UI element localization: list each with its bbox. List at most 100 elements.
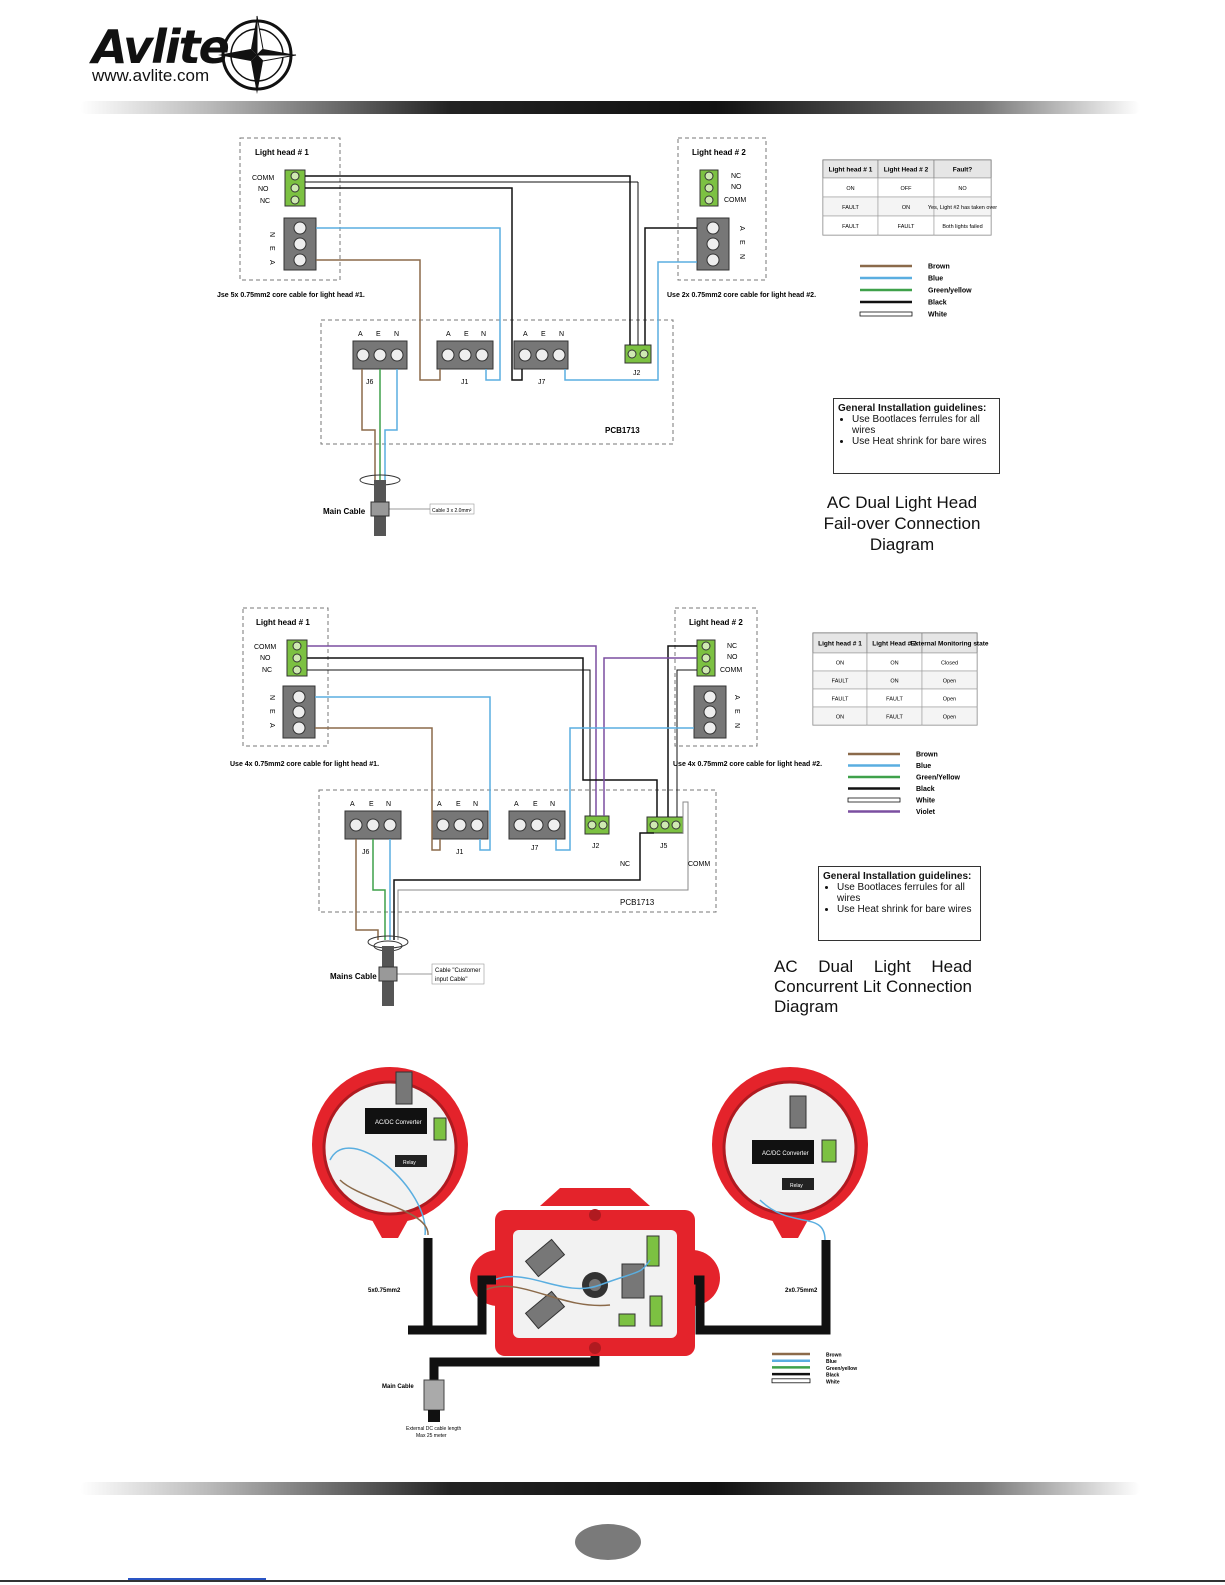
table-cell: OFF bbox=[901, 186, 913, 192]
light-head-2-label: Light head # 2 bbox=[692, 148, 746, 157]
svg-text:NO: NO bbox=[731, 184, 742, 191]
svg-text:Use 4x 0.75mm2 core cable for: Use 4x 0.75mm2 core cable for light head… bbox=[230, 761, 379, 768]
lh1-term-nc: NC bbox=[260, 198, 270, 205]
svg-text:Use 4x 0.75mm2 core cable for: Use 4x 0.75mm2 core cable for light head… bbox=[673, 761, 822, 768]
header-divider bbox=[80, 101, 1140, 114]
svg-text:N: N bbox=[550, 801, 555, 808]
diagram-1-title: AC Dual Light Head Fail-over Connection … bbox=[823, 493, 981, 554]
svg-text:N: N bbox=[559, 331, 564, 338]
guidelines-box-1: General Installation guidelines: Use Boo… bbox=[833, 398, 1000, 474]
legend-label: White bbox=[916, 798, 935, 805]
svg-text:A: A bbox=[358, 331, 363, 338]
table-cell: FAULT bbox=[832, 697, 849, 703]
table-header: Fault? bbox=[953, 167, 973, 174]
legend-label: White bbox=[928, 312, 947, 319]
j2-connector: J2 bbox=[624, 344, 652, 377]
junction-box bbox=[470, 1188, 720, 1356]
svg-text:E: E bbox=[456, 801, 461, 808]
table-cell: ON bbox=[846, 186, 854, 192]
table-header: Light Head # 2 bbox=[884, 167, 929, 174]
pcb-label: PCB1713 bbox=[605, 426, 640, 435]
svg-text:A: A bbox=[446, 331, 451, 338]
table-cell: ON bbox=[890, 661, 898, 667]
svg-text:N: N bbox=[473, 801, 478, 808]
svg-text:J1: J1 bbox=[461, 379, 469, 386]
svg-text:J7: J7 bbox=[531, 845, 539, 852]
svg-text:A: A bbox=[437, 801, 442, 808]
table-cell: ON bbox=[836, 661, 844, 667]
cable-tag: Cable 3 x 2.0mm² bbox=[432, 508, 472, 514]
svg-text:AC/DC Converter: AC/DC Converter bbox=[375, 1120, 422, 1126]
svg-text:2x0.75mm2: 2x0.75mm2 bbox=[785, 1288, 818, 1294]
svg-text:A: A bbox=[733, 695, 740, 700]
legend-label: Blue bbox=[916, 763, 931, 770]
svg-text:E: E bbox=[369, 801, 374, 808]
svg-text:A: A bbox=[738, 226, 745, 231]
svg-text:E: E bbox=[533, 801, 538, 808]
legend-label: Green/yellow bbox=[928, 288, 972, 295]
footer-link-underline[interactable] bbox=[128, 1578, 266, 1580]
legend-label: Green/yellow bbox=[826, 1366, 857, 1372]
table-cell: FAULT bbox=[842, 205, 859, 211]
svg-text:J6: J6 bbox=[362, 849, 370, 856]
cable-gland bbox=[423, 1379, 445, 1411]
table-cell: Open bbox=[943, 679, 956, 685]
svg-text:NO: NO bbox=[260, 655, 271, 662]
svg-text:J6: J6 bbox=[366, 379, 374, 386]
legend-swatch bbox=[859, 311, 913, 317]
table-cell: FAULT bbox=[842, 224, 859, 230]
concurrent-diagram: Light head # 1 COMM NO NC N E A Use 4x 0… bbox=[230, 607, 989, 1006]
svg-text:N: N bbox=[481, 331, 486, 338]
legend-swatch bbox=[847, 797, 901, 803]
light-head-1-box bbox=[242, 607, 329, 747]
footer-divider bbox=[80, 1482, 1140, 1495]
table-cell: ON bbox=[890, 679, 898, 685]
svg-text:J2: J2 bbox=[592, 843, 600, 850]
svg-text:input Cable": input Cable" bbox=[435, 977, 467, 983]
light-head-2-box bbox=[677, 137, 767, 281]
svg-text:J2: J2 bbox=[633, 370, 641, 377]
svg-text:Mains Cable: Mains Cable bbox=[330, 972, 377, 981]
svg-text:J7: J7 bbox=[538, 379, 546, 386]
light-head-1-housing: AC/DC Converter Relay bbox=[312, 1067, 468, 1238]
light-head-2-box bbox=[674, 607, 758, 747]
table-cell: Open bbox=[943, 697, 956, 703]
svg-text:Main Cable: Main Cable bbox=[382, 1384, 414, 1390]
svg-text:A: A bbox=[268, 260, 275, 265]
svg-text:N: N bbox=[268, 695, 275, 700]
svg-text:Relay: Relay bbox=[790, 1183, 803, 1189]
svg-text:E: E bbox=[268, 709, 275, 714]
svg-text:J1: J1 bbox=[456, 849, 464, 856]
table-cell: FAULT bbox=[832, 679, 849, 685]
compass-rose-icon bbox=[218, 15, 297, 94]
failover-diagram: Light head # 1 COMM NO NC N E A Jse 5x 0… bbox=[217, 137, 997, 536]
legend-label: Brown bbox=[928, 264, 950, 271]
svg-text:A: A bbox=[523, 331, 528, 338]
svg-text:Relay: Relay bbox=[403, 1160, 416, 1166]
table-cell: FAULT bbox=[898, 224, 915, 230]
svg-text:NC: NC bbox=[731, 173, 741, 180]
svg-text:J5: J5 bbox=[660, 843, 668, 850]
table-cell: ON bbox=[902, 205, 910, 211]
svg-text:N: N bbox=[386, 801, 391, 808]
legend-label: Brown bbox=[916, 752, 938, 759]
legend-label: Black bbox=[826, 1373, 840, 1379]
svg-text:AC/DC Converter: AC/DC Converter bbox=[762, 1151, 809, 1157]
light-head-1-label: Light head # 1 bbox=[255, 148, 309, 157]
legend-label: Black bbox=[928, 300, 947, 307]
light-head-2-housing: AC/DC Converter Relay bbox=[712, 1067, 868, 1241]
svg-text:N: N bbox=[733, 723, 740, 728]
avlite-logo bbox=[90, 14, 310, 94]
svg-text:E: E bbox=[464, 331, 469, 338]
svg-text:NC: NC bbox=[262, 667, 272, 674]
svg-text:COMM: COMM bbox=[688, 861, 710, 868]
main-cable-label: Main Cable bbox=[323, 507, 366, 516]
legend-swatch bbox=[771, 1378, 811, 1384]
legend-label: Green/Yellow bbox=[916, 775, 961, 782]
svg-text:Light head # 2: Light head # 2 bbox=[689, 618, 743, 627]
